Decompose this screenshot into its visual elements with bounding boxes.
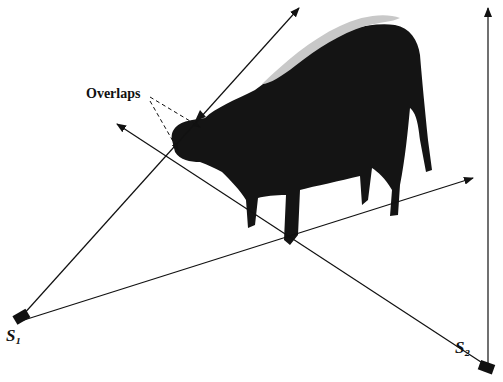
sensor-s2 <box>478 360 496 375</box>
leader-lines <box>150 97 200 150</box>
sensor-s1 <box>12 309 30 325</box>
overlap-label: Overlaps <box>86 86 140 102</box>
view-lines <box>22 8 488 364</box>
cow-silhouette <box>172 15 432 245</box>
sensor-label: S₁ <box>6 326 21 346</box>
sensor-label: S₂ <box>455 338 470 358</box>
